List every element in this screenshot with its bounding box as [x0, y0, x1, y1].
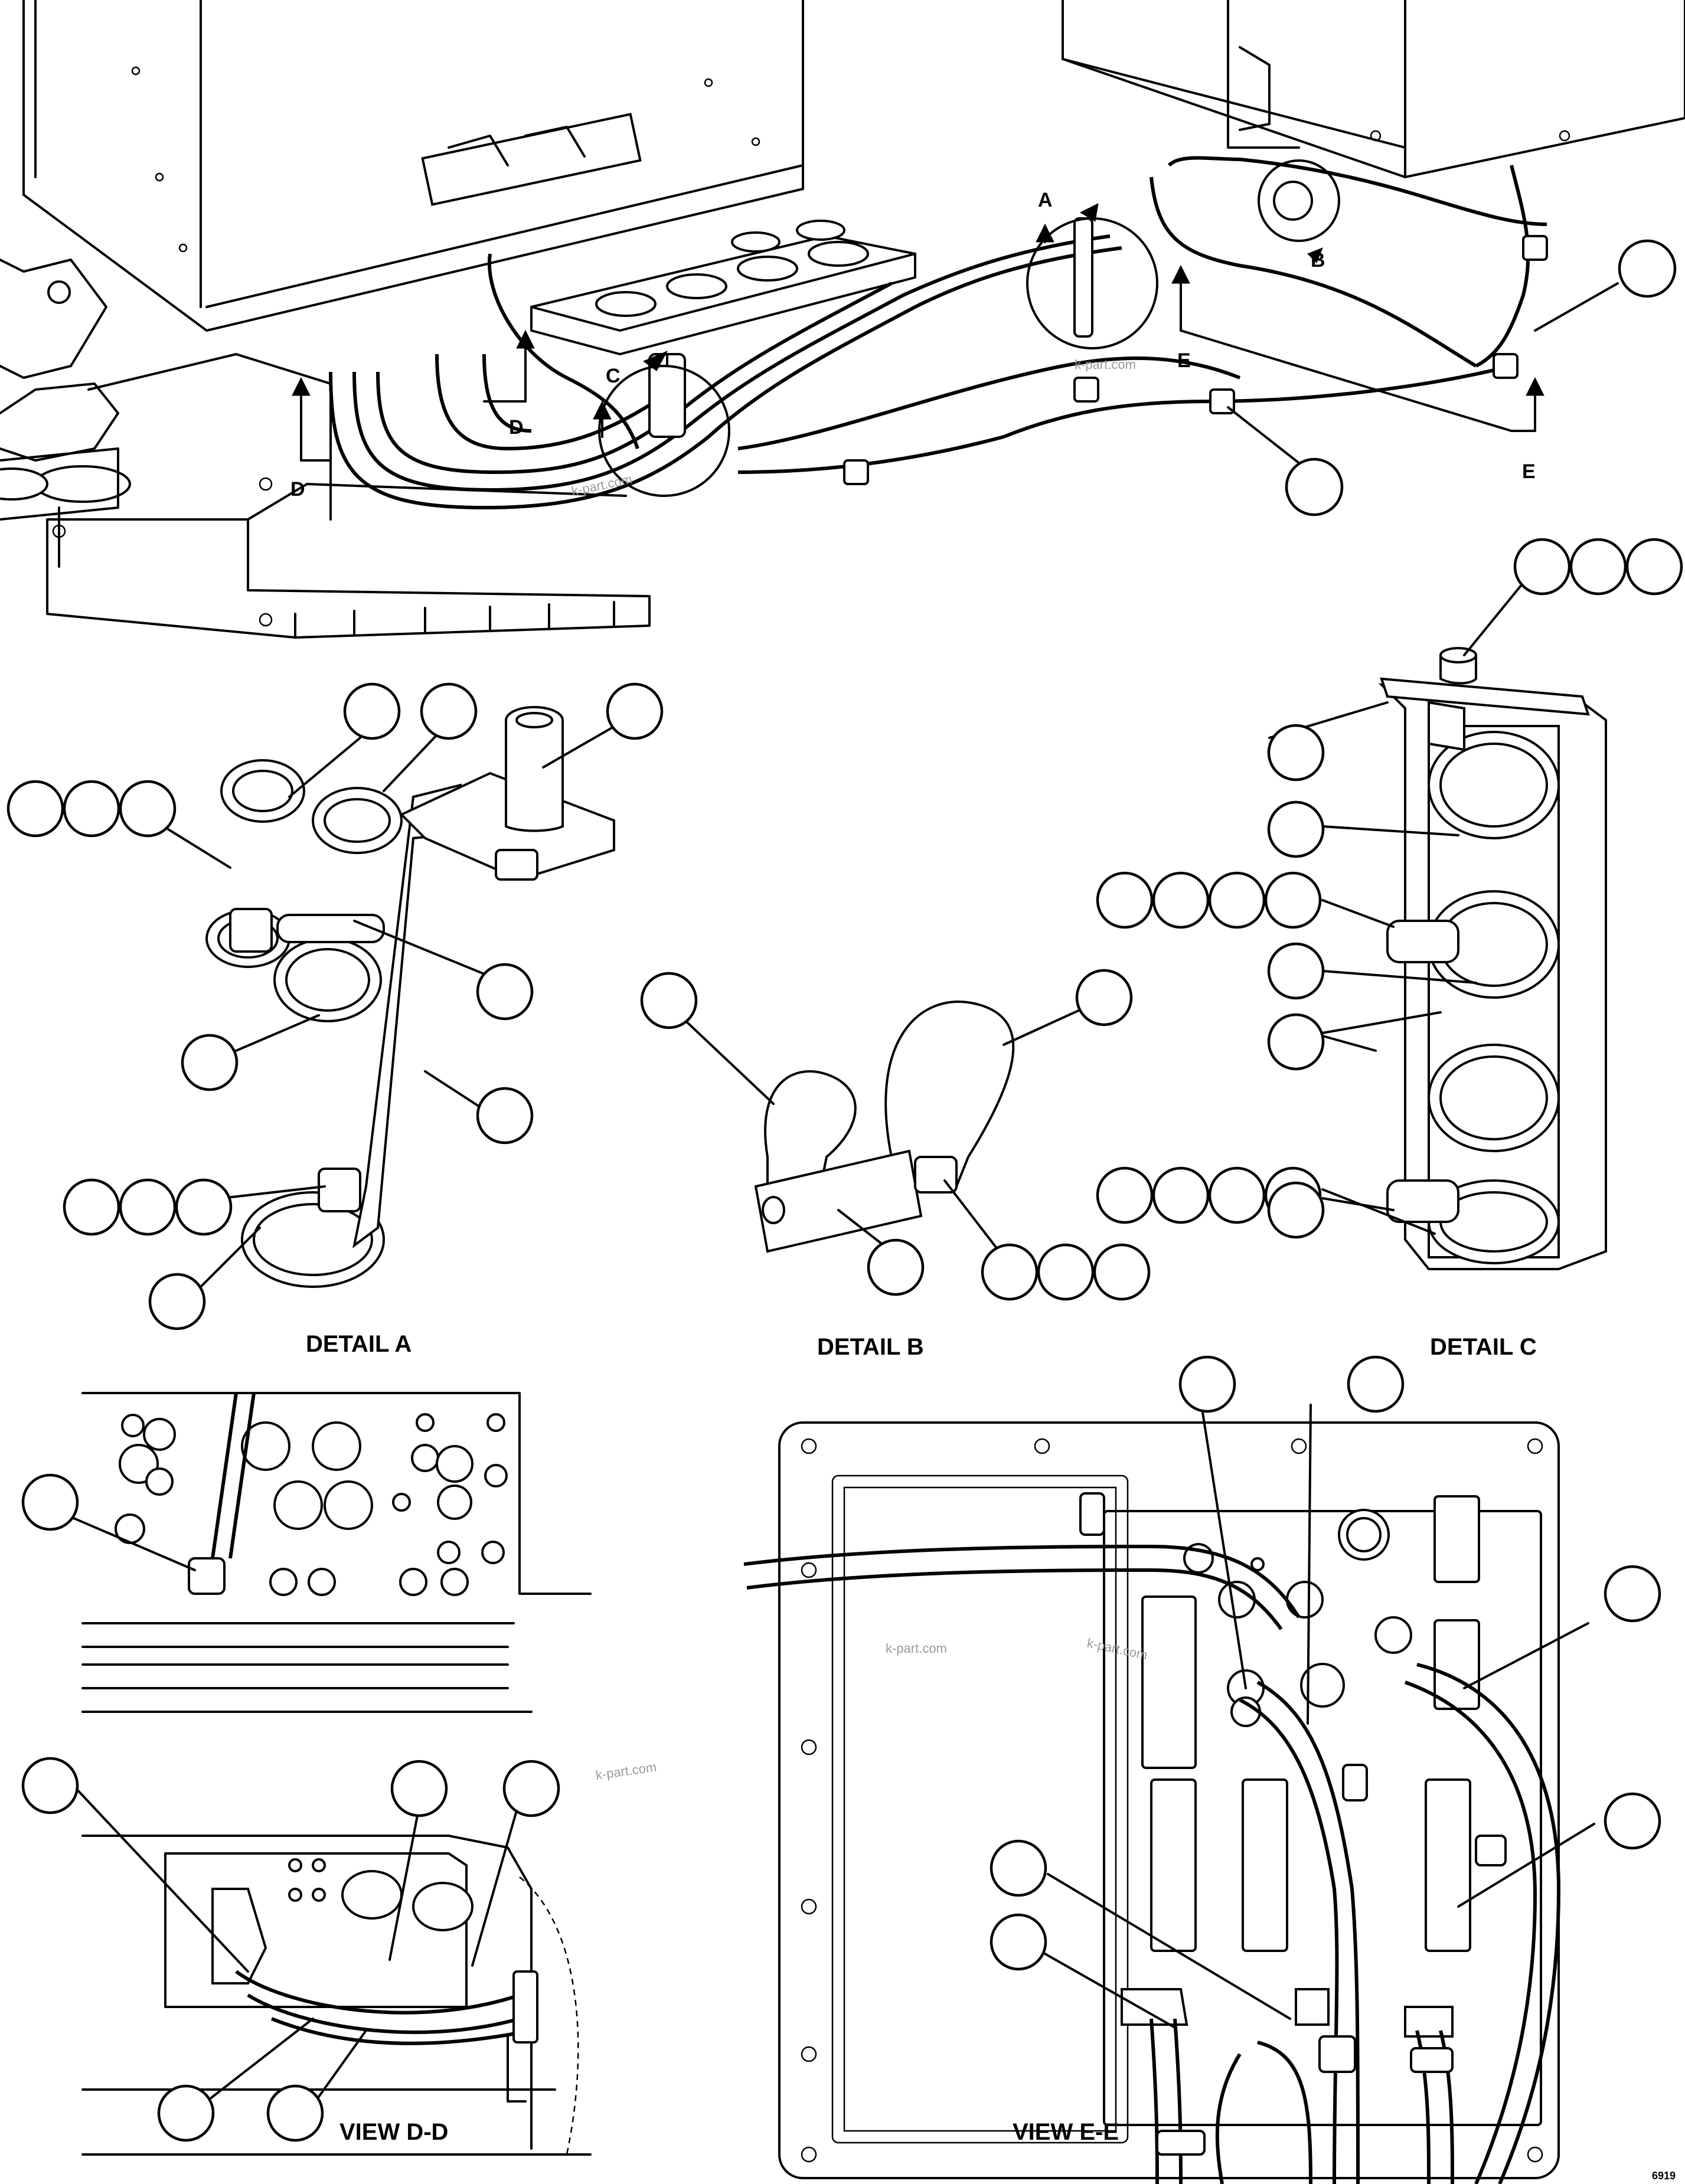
callout-bubble [1208, 871, 1266, 929]
watermark-5: k-part.com [886, 1641, 947, 1656]
view-letter-b: B [1311, 249, 1325, 272]
callout-bubble [476, 963, 534, 1021]
detail-b: DETAIL B [640, 969, 1151, 1360]
callout-bubble [1604, 1565, 1661, 1623]
right-cabinet [1062, 0, 1685, 178]
callout-bubble [1096, 871, 1154, 929]
view-ee: k-part.com k-part.com VIEW E-E [743, 1355, 1661, 2184]
overview-clips [648, 181, 1548, 485]
view-letter-c: C [606, 365, 621, 387]
callout-bubble [420, 682, 478, 740]
callout-bubble [1285, 457, 1344, 516]
drawing-id: 6919 [1652, 2170, 1676, 2182]
callout-bubble [119, 1178, 177, 1236]
callout-bubble [1096, 1166, 1154, 1224]
callout-bubble [1152, 1166, 1210, 1224]
callout-bubble [21, 1473, 79, 1531]
callout-bubble [1347, 1355, 1405, 1413]
detail-a: DETAIL A [6, 682, 664, 1357]
callout-bubble [867, 1238, 925, 1296]
callout-bubble [119, 780, 177, 838]
callout-bubble [175, 1178, 233, 1236]
callout-bubble [1569, 538, 1627, 596]
callout-bubble [266, 2084, 324, 2142]
callout-bubble [1604, 1792, 1661, 1850]
left-cabinet [0, 0, 804, 568]
tube-tray [530, 220, 916, 355]
callout-bubble [1625, 538, 1683, 596]
detail-b-callout-circle [1258, 159, 1340, 242]
callout-bubble [476, 1087, 534, 1145]
watermark-3: k-part.com [595, 1760, 657, 1783]
connector-blocks [1141, 1495, 1480, 1952]
caption-detail-a: DETAIL A [306, 1331, 412, 1357]
caption-view-dd: VIEW D-D [339, 2119, 448, 2145]
callout-bubble [1267, 942, 1325, 1000]
watermark-1: k-part.com [1075, 357, 1136, 372]
callout-bubble [181, 1034, 239, 1091]
callout-bubble [1267, 1013, 1325, 1071]
lower-plate [46, 353, 651, 639]
callout-bubble [1267, 800, 1325, 858]
view-letter-d1: D [290, 478, 305, 501]
view-letter-d2: D [509, 416, 524, 439]
callout-bubble [1618, 239, 1677, 298]
callout-bubble [63, 1178, 120, 1236]
callout-bubble [6, 780, 64, 838]
callout-bubble [1152, 871, 1210, 929]
callout-bubble [981, 1243, 1039, 1301]
view-dd: k-part.com VIEW D-D [21, 1392, 658, 2156]
callout-bubble [640, 972, 698, 1029]
caption-detail-c: DETAIL C [1430, 1334, 1537, 1360]
view-arrows [292, 203, 1544, 462]
callout-bubble [343, 682, 401, 740]
callout-bubble [502, 1760, 560, 1817]
view-letter-e1: E [1177, 349, 1191, 372]
watermark-4: k-part.com [1086, 1635, 1149, 1662]
callout-bubble [1267, 724, 1325, 782]
detail-c-callout-circle [598, 365, 730, 497]
callout-bubble [1513, 538, 1571, 596]
callout-bubble [157, 2084, 215, 2142]
view-letter-e2: E [1522, 460, 1536, 483]
callout-bubble [1178, 1355, 1236, 1413]
callout-bubble [1037, 1243, 1095, 1301]
callout-bubble [1075, 969, 1133, 1026]
caption-detail-b: DETAIL B [817, 1334, 924, 1360]
callout-bubble [1264, 871, 1322, 929]
view-letter-a: A [1038, 189, 1053, 211]
callout-bubble [1267, 1181, 1325, 1239]
overview-assembly: A B C D D E E k-part.com k-part.com [0, 0, 1685, 639]
hose-bundle [329, 156, 1547, 510]
callout-bubble [1093, 1243, 1151, 1301]
callout-bubble [1208, 1166, 1266, 1224]
callout-bubble [63, 780, 120, 838]
callout-bubble [390, 1760, 448, 1817]
caption-view-ee: VIEW E-E [1013, 2119, 1119, 2145]
callout-bubble [606, 682, 664, 740]
callout-bubble [21, 1757, 79, 1814]
callout-bubble [148, 1273, 206, 1330]
detail-c: DETAIL C [1096, 538, 1683, 1360]
callout-bubble [990, 1913, 1047, 1971]
callout-bubble [990, 1839, 1047, 1897]
